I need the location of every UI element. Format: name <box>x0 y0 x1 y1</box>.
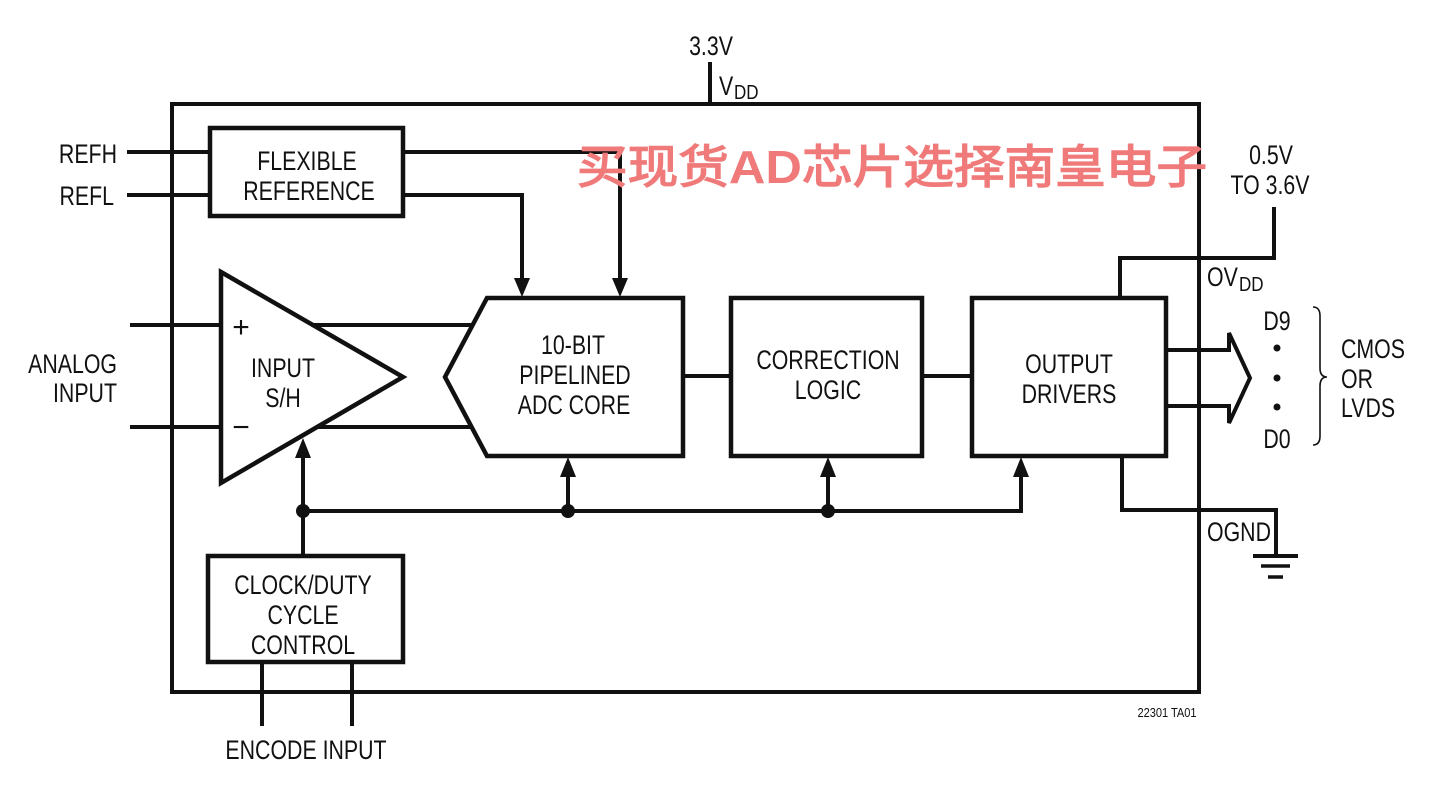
output-lsb-label: D0 <box>1263 425 1290 455</box>
ovdd-range-line1: 0.5V <box>1249 141 1294 171</box>
analog-input-label-line2: INPUT <box>53 379 117 409</box>
ognd-wire <box>1120 456 1278 556</box>
vdd-subscript: DD <box>734 81 759 104</box>
reference-to-adc-wire-2 <box>403 193 524 280</box>
ovdd-label: OV <box>1207 263 1238 293</box>
flexible-reference-label-line1: FLEXIBLE <box>257 147 357 177</box>
supply-voltage-label: 3.3V <box>689 32 734 62</box>
bus-ellipsis-dot <box>1273 374 1281 382</box>
correction-logic-label-line2: LOGIC <box>795 376 861 406</box>
adc-core-label-line2: PIPELINED <box>519 361 630 391</box>
minus-sign: − <box>232 411 250 444</box>
ovdd-subscript: DD <box>1239 273 1264 296</box>
output-brace <box>1312 306 1328 446</box>
plus-sign: + <box>232 311 250 344</box>
junction-dot <box>821 504 835 518</box>
flexible-reference-label-line2: REFERENCE <box>243 177 375 207</box>
output-drivers-label-line1: OUTPUT <box>1025 350 1113 380</box>
clock-control-label-line1: CLOCK/DUTY <box>234 571 371 601</box>
ground-icon <box>1253 554 1298 579</box>
chip-outline <box>170 102 1201 694</box>
correction-logic-label-line1: CORRECTION <box>756 346 899 376</box>
flexible-reference-block <box>207 125 406 219</box>
output-bus-arrow <box>1166 332 1253 424</box>
input-sh-amplifier <box>218 268 408 487</box>
ovdd-range-line2: TO 3.6V <box>1230 171 1310 201</box>
figure-code: 22301 TA01 <box>1137 705 1196 720</box>
input-sh-label-line1: INPUT <box>251 354 315 384</box>
arrow-head <box>560 457 576 477</box>
adc-core-block <box>442 295 686 459</box>
output-format-line3: LVDS <box>1341 394 1395 424</box>
analog-input-label-line1: ANALOG <box>28 350 117 380</box>
bus-ellipsis-dot <box>1273 344 1281 352</box>
ognd-label: OGND <box>1207 518 1271 548</box>
clock-control-label-line3: CONTROL <box>251 631 355 661</box>
output-msb-label: D9 <box>1263 307 1290 337</box>
refl-label: REFL <box>59 182 114 212</box>
junction-dot <box>561 504 575 518</box>
output-format-line2: OR <box>1341 365 1373 395</box>
encode-input-label: ENCODE INPUT <box>225 736 386 766</box>
arrow-head <box>612 278 628 297</box>
clock-bus-wire <box>303 475 1023 513</box>
reference-to-adc-wire-1 <box>403 150 622 280</box>
adc-core-label-line1: 10-BIT <box>541 331 605 361</box>
arrow-head <box>1013 457 1029 477</box>
refh-label: REFH <box>59 140 117 170</box>
output-drivers-label-line2: DRIVERS <box>1022 380 1117 410</box>
junction-dot <box>296 504 310 518</box>
arrow-head <box>820 457 836 477</box>
arrow-head <box>514 278 530 297</box>
output-drivers-block <box>969 295 1169 459</box>
adc-core-label-line3: ADC CORE <box>518 391 631 421</box>
clock-control-label-line2: CYCLE <box>267 601 338 631</box>
bus-ellipsis-dot <box>1273 403 1281 411</box>
arrow-head <box>295 438 311 458</box>
input-sh-label-line2: S/H <box>265 384 301 414</box>
watermark-text: 买现货AD芯片选择南皇电子 <box>577 141 1207 193</box>
ovdd-wire <box>1118 207 1276 298</box>
output-format-line1: CMOS <box>1341 335 1405 365</box>
clock-control-block <box>205 553 406 665</box>
vdd-label: V <box>719 72 734 102</box>
